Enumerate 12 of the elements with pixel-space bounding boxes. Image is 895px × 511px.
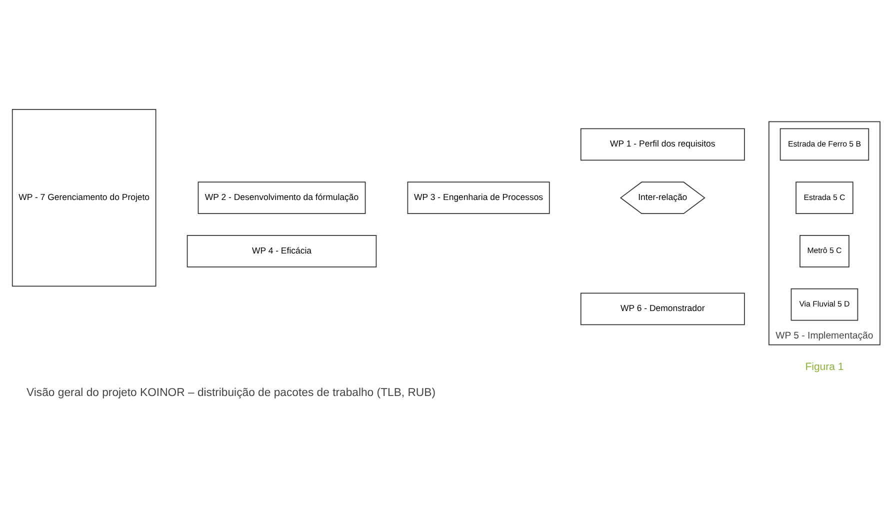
node-box: WP 3 - Engenharia de Processos (407, 181, 550, 214)
node-box: WP - 7 Gerenciamento do Projeto (12, 108, 156, 286)
node-box: WP 1 - Perfil dos requisitos (580, 128, 745, 160)
caption: Visão geral do projeto KOINOR – distribuição de pacotes de trabalho (TLB, RUB) (26, 386, 436, 398)
node-box: Estrada de Ferro 5 B (780, 128, 870, 160)
node-box: Estrada 5 C (796, 181, 854, 214)
label: Figura 1 (805, 362, 844, 373)
node-box: Metrô 5 C (800, 234, 850, 267)
node-box: WP 4 - Eficácia (186, 234, 377, 267)
node-box: Via Fluvial 5 D (790, 288, 858, 320)
node-box: WP 6 - Demonstrador (580, 292, 745, 325)
node-box: WP 2 - Desenvolvimento da fórmulação (198, 181, 366, 214)
